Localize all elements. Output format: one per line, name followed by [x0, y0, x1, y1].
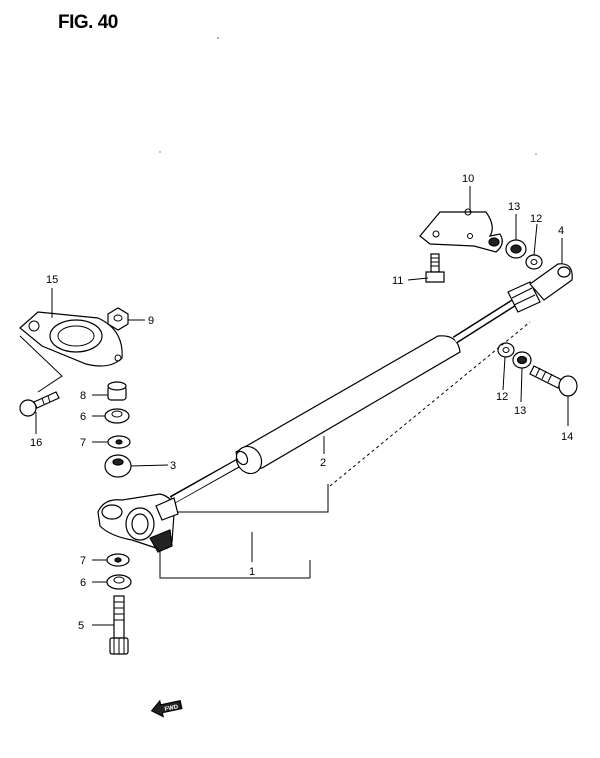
- steering-damper-assembly: [97, 263, 573, 553]
- callout-2: 2: [320, 457, 326, 469]
- bolt-part-5: [109, 595, 129, 655]
- callout-7: 7: [80, 555, 86, 567]
- callout-8: 8: [80, 390, 86, 402]
- callout-5: 5: [78, 620, 84, 632]
- callout-16: 16: [30, 437, 42, 449]
- washer-part-6-lower: [106, 574, 132, 590]
- fwd-label: FWD: [164, 704, 179, 713]
- callout-9: 9: [148, 315, 154, 327]
- bushing-part-13-bottom: [512, 351, 532, 369]
- callout-15: 15: [46, 274, 58, 286]
- callout-3: 3: [170, 460, 176, 472]
- callout-12: 12: [530, 213, 542, 225]
- callout-4: 4: [558, 225, 564, 237]
- washer-part-7-lower: [106, 553, 130, 567]
- nut-part-9: [107, 307, 129, 331]
- leader-lines: [19, 186, 569, 626]
- figure-title: FIG. 40: [58, 12, 118, 33]
- bolt-part-14: [529, 365, 578, 397]
- clamp-part-15: [19, 311, 123, 367]
- grommet-part-3: [104, 454, 132, 478]
- callout-6: 6: [80, 411, 86, 423]
- callout-7: 7: [80, 437, 86, 449]
- callout-labels: 1 2 3 4 5 6 6 7 7 8 9 10 11 12 12 13 13 …: [30, 173, 573, 632]
- washer-part-7-upper: [107, 435, 131, 449]
- callout-13: 13: [508, 201, 520, 213]
- callout-14: 14: [561, 431, 573, 443]
- bolt-part-16: [19, 391, 60, 417]
- washer-part-6-upper: [104, 408, 130, 424]
- callout-1: 1: [249, 566, 255, 578]
- bolt-part-11: [425, 253, 445, 283]
- callout-12: 12: [496, 391, 508, 403]
- washer-part-12-top: [525, 254, 543, 270]
- callout-10: 10: [462, 173, 474, 185]
- callout-11: 11: [392, 275, 403, 287]
- callout-13: 13: [514, 405, 526, 417]
- bushing-part-13-top: [505, 239, 527, 259]
- washer-part-12-bottom: [497, 342, 515, 358]
- callout-6: 6: [80, 577, 86, 589]
- bracket-part-10: [419, 208, 503, 253]
- spacer-part-8: [107, 381, 127, 401]
- fwd-direction-arrow: FWD: [150, 699, 183, 718]
